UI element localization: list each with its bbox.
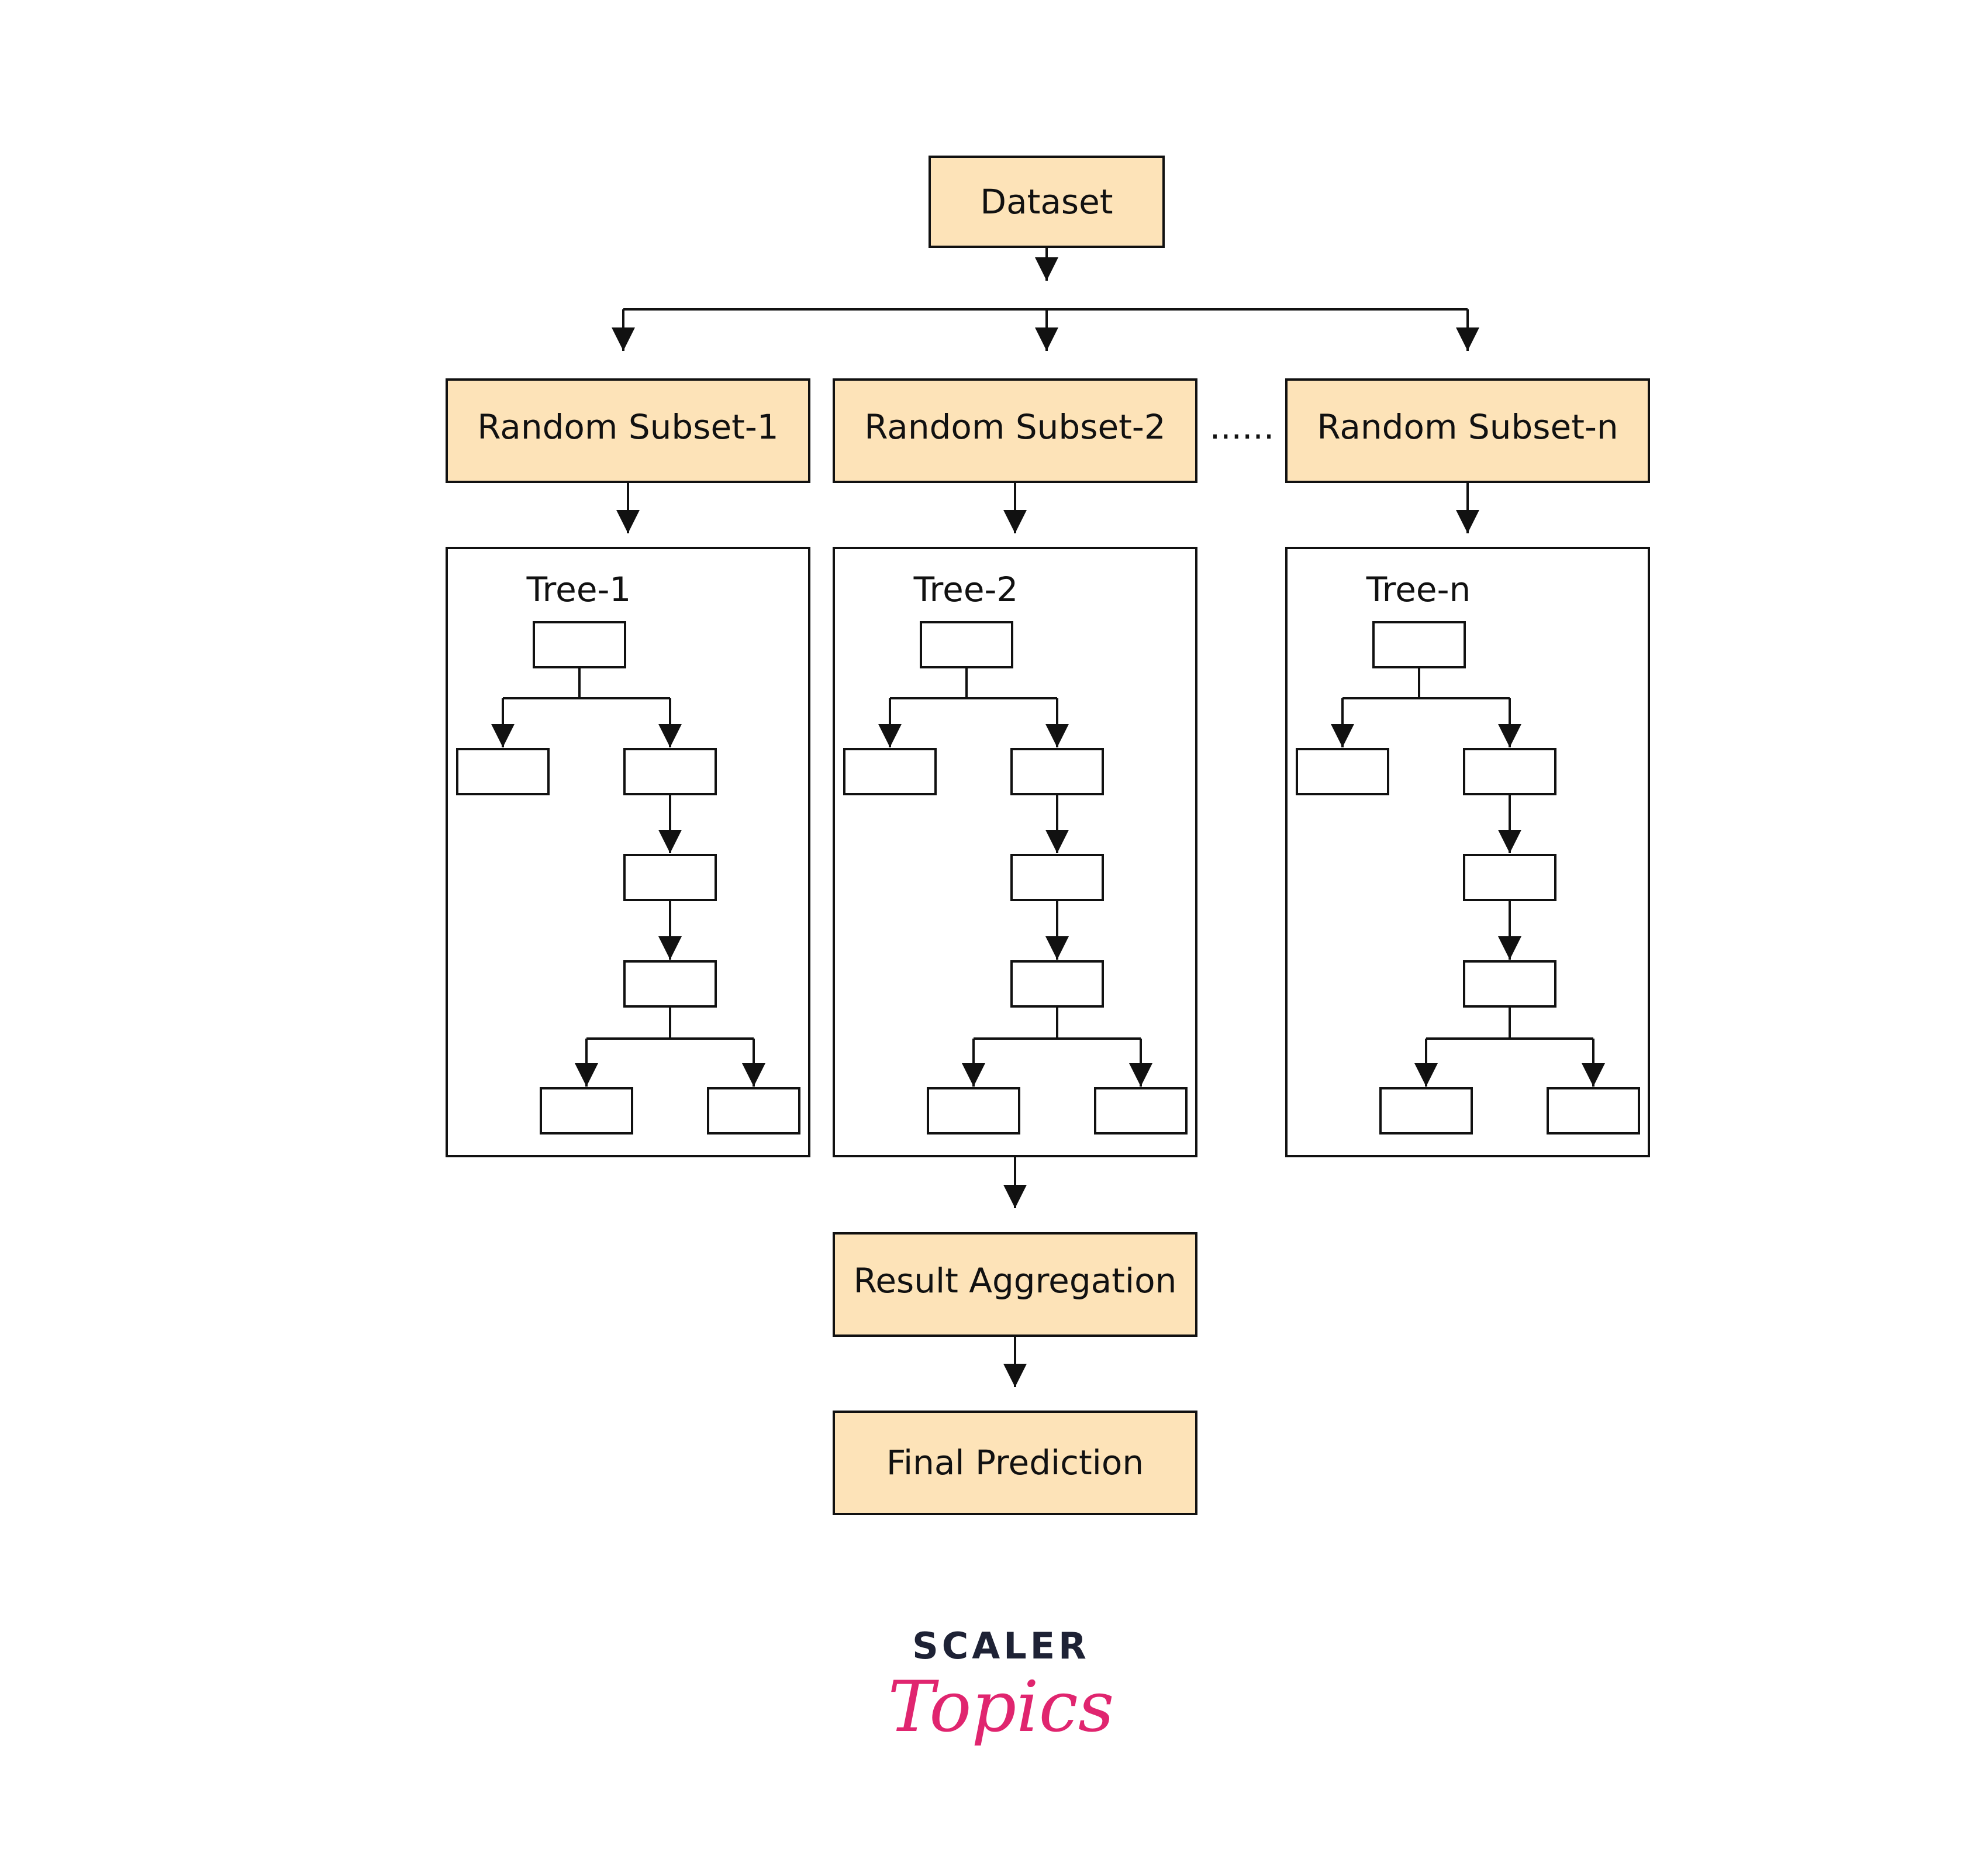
tree-node-7 [707,1087,800,1134]
tree-node-5 [623,960,717,1008]
tree-panel-1: Tree-1 [446,547,810,1157]
dataset-label: Dataset [980,182,1113,222]
tree-panel-2: Tree-2 [833,547,1197,1157]
tree-node-6 [927,1087,1020,1134]
tree-node-1 [920,621,1013,668]
aggregation-label: Result Aggregation [854,1261,1177,1301]
tree-frame [1285,547,1650,1157]
final-prediction-node: Final Prediction [833,1411,1197,1515]
tree-frame [446,547,810,1157]
subset-node-1: Random Subset-1 [446,378,810,483]
subset-label-2: Random Subset-2 [864,407,1165,447]
tree-node-1 [533,621,626,668]
final-prediction-label: Final Prediction [886,1443,1144,1482]
tree-node-6 [1379,1087,1473,1134]
tree-label-1: Tree-1 [526,570,631,609]
subset-node-n: Random Subset-n [1285,378,1650,483]
tree-node-3 [623,748,717,795]
tree-node-4 [1010,854,1104,901]
tree-node-2 [843,748,937,795]
subset-to-tree-edges [616,482,1479,533]
dataset-node: Dataset [929,156,1165,248]
tree-label-n: Tree-n [1366,570,1471,609]
subset-node-2: Random Subset-2 [833,378,1197,483]
tree-node-5 [1010,960,1104,1008]
subset-label-n: Random Subset-n [1317,407,1618,447]
tree-node-7 [1094,1087,1188,1134]
tree-label-2: Tree-2 [913,570,1019,609]
dataset-split-edges [612,247,1479,351]
scaler-topics-logo: SCALER Topics [888,1625,1114,1748]
subset-label-1: Random Subset-1 [477,407,778,447]
tree-node-3 [1010,748,1104,795]
tree-node-4 [1463,854,1556,901]
tree-panel-n: Tree-n [1285,547,1650,1157]
tree-frame [833,547,1197,1157]
tree-node-5 [1463,960,1556,1008]
logo-bottom-text: Topics [888,1667,1114,1748]
tree-node-3 [1463,748,1556,795]
ellipsis: ...... [1210,407,1275,447]
tree-node-2 [1296,748,1389,795]
tree-node-1 [1372,621,1466,668]
tree-node-6 [540,1087,633,1134]
aggregation-node: Result Aggregation [833,1232,1197,1337]
tree-node-2 [456,748,550,795]
logo-top-text: SCALER [912,1625,1090,1667]
tree-node-4 [623,854,717,901]
tree-node-7 [1547,1087,1640,1134]
